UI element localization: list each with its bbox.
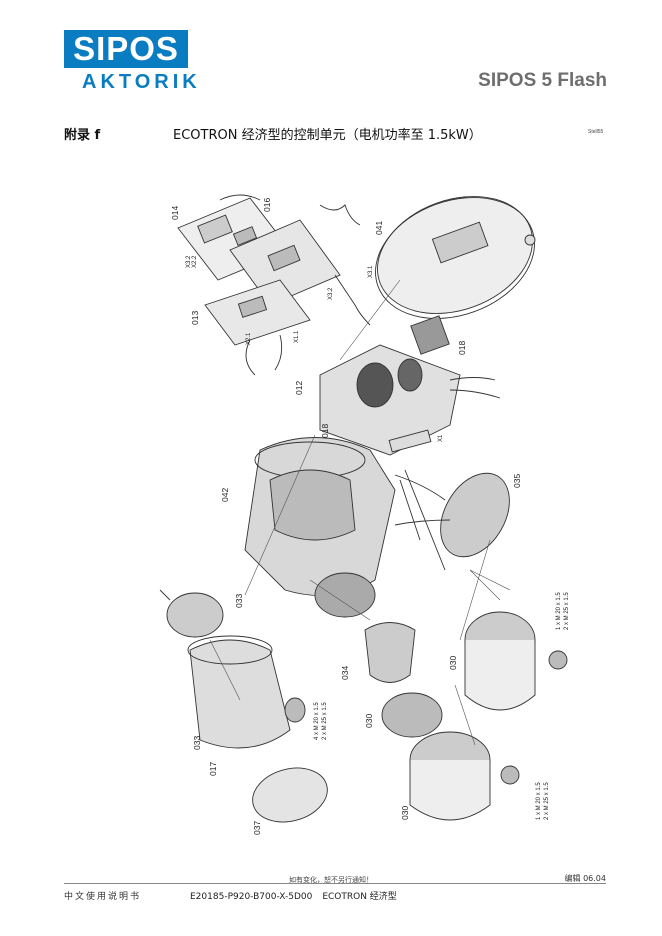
label-042: 042: [220, 488, 230, 502]
label-013: 013: [190, 311, 200, 325]
connector-x1: X1: [438, 434, 444, 442]
terminal-x1: [388, 429, 432, 453]
part-018-top: [410, 315, 450, 355]
connector-x32: X3.2: [186, 255, 192, 268]
housing-017: [189, 639, 291, 749]
document-variant: ECOTRON 经济型: [322, 892, 397, 902]
aktorik-logo-text: AKTORIK: [82, 71, 201, 93]
label-012: 012: [294, 381, 304, 395]
sipos-logo: SIPOS: [64, 30, 188, 68]
connector-033-top: [166, 592, 224, 638]
label-016: 016: [262, 198, 272, 212]
label-033-top: 033: [234, 594, 244, 608]
edition-label: 编辑 06.04: [564, 874, 606, 883]
cap-030-lower: [409, 760, 491, 821]
footer-divider: [64, 883, 606, 884]
exploded-view-diagram: 014 016 041 013 018 012 018 042 035 033 …: [159, 194, 570, 835]
power-unit-012: [319, 344, 461, 456]
document-number: E20185-P920-B700-X-5D00: [190, 892, 313, 902]
cover-037: [252, 767, 328, 823]
reference-code: Stell55: [588, 129, 604, 135]
manual-name: 中文使用说明书: [64, 892, 142, 902]
label-017: 017: [208, 762, 218, 776]
label-018-mid: 018: [320, 424, 330, 438]
gear-035: [440, 472, 510, 558]
part-030-middle: [381, 692, 443, 738]
thread-spec-2-line1: 4 x M 20 x 1.5: [314, 702, 320, 740]
page-title: ECOTRON 经济型的控制单元（电机功率至 1.5kW）: [173, 128, 482, 143]
thread-spec-3-line2: 2 x M 25 x 1.5: [544, 782, 550, 820]
document-reference: E20185-P920-B700-X-5D00 ECOTRON 经济型: [190, 889, 407, 902]
label-030-lower: 030: [400, 806, 410, 820]
connector-x22: X2.2: [192, 255, 198, 268]
product-name: SIPOS 5 Flash: [478, 70, 607, 91]
label-037: 037: [252, 821, 262, 835]
connector-x32b: X3.2: [328, 287, 334, 300]
change-notice: 如有变化，恕不另行通知！: [289, 876, 373, 884]
thread-spec-1-line2: 2 x M 25 x 1.5: [564, 592, 570, 630]
connector-x31: X3.1: [368, 265, 374, 278]
connector-x21: X2.1: [246, 332, 252, 345]
label-030-right: 030: [448, 656, 458, 670]
label-035: 035: [512, 474, 522, 488]
cap-030-right: [464, 640, 536, 711]
label-014: 014: [170, 206, 180, 220]
label-034: 034: [340, 666, 350, 680]
label-018-top: 018: [457, 341, 467, 355]
thread-spec-1-line1: 1 x M 20 x 1.5: [556, 592, 562, 630]
thread-spec-3-line1: 1 x M 20 x 1.5: [536, 782, 542, 820]
thread-spec-2-line2: 2 x M 25 x 1.5: [322, 702, 328, 740]
connector-x11: X1.1: [294, 330, 300, 343]
label-033-bottom: 033: [192, 736, 202, 750]
label-030-mid: 030: [364, 714, 374, 728]
label-041: 041: [374, 221, 384, 235]
connector-034: [364, 622, 416, 683]
appendix-label: 附录 f: [64, 128, 101, 143]
